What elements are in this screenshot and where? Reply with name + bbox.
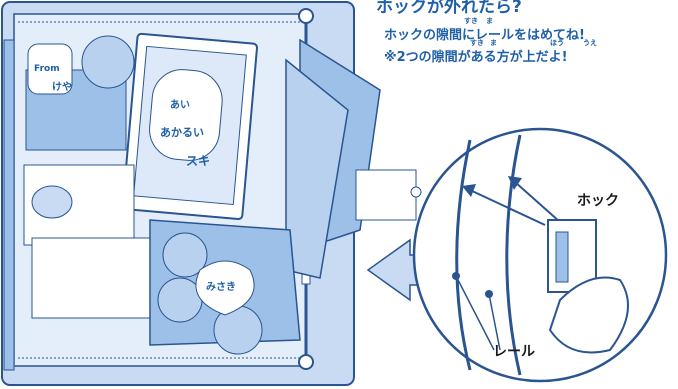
round-sticker — [81, 35, 135, 89]
hook-label: ホック — [577, 193, 619, 209]
zoom-arrowhead-2 — [508, 176, 522, 190]
card-from-label: From — [34, 64, 60, 74]
zoom-arrow-2 — [514, 181, 561, 223]
star-tag — [27, 43, 73, 95]
sticker-card-2 — [31, 237, 153, 319]
ruby-line2-hou: ほう — [550, 39, 564, 47]
card-name-label: けや — [52, 82, 72, 93]
heading: ホックが外れたら? — [376, 0, 522, 17]
ruby-line2-suki: すき — [470, 39, 484, 47]
ruby-line1-suki: すき — [464, 17, 478, 25]
rail-leader-2 — [488, 293, 501, 351]
hook-bottom — [298, 354, 314, 370]
cupcake-sticker — [31, 185, 73, 219]
card-bubble-2: あかるい — [160, 126, 204, 139]
heart-sticker — [195, 260, 255, 316]
zoom-rail-2 — [505, 134, 522, 376]
zoom-circle — [412, 127, 668, 383]
bracket-hole — [410, 186, 422, 198]
instruction-line-2: ※2つの隙間がある方が上だよ! — [384, 50, 568, 65]
instruction-line-1: ホックの隙間にレールをはめてね! — [384, 28, 585, 43]
flower-sticker-2 — [157, 277, 203, 323]
main-card — [121, 32, 259, 220]
folder-flap-mid — [285, 58, 349, 279]
hook-top — [298, 8, 314, 24]
ruby-line2-ma: ま — [490, 39, 497, 47]
card-misaki: みさき — [206, 282, 236, 293]
flower-sticker-1 — [162, 232, 208, 278]
card-bubble-3: スキ — [186, 154, 211, 168]
zoom-rail-1 — [455, 139, 472, 371]
card-bubble-1: あい — [170, 100, 190, 111]
rail-label: レール — [493, 344, 535, 360]
zoom-arrowhead-1 — [462, 184, 476, 197]
ruby-line1-ma: ま — [486, 17, 493, 25]
bracket-shape — [355, 169, 417, 221]
rail-leader-1 — [455, 275, 495, 351]
zoom-hook-slot — [555, 231, 569, 283]
ruby-line2-ue: うえ — [583, 39, 597, 47]
left-strip — [3, 39, 15, 371]
zoom-arrow-1 — [469, 189, 546, 226]
zoom-hand — [548, 276, 629, 354]
